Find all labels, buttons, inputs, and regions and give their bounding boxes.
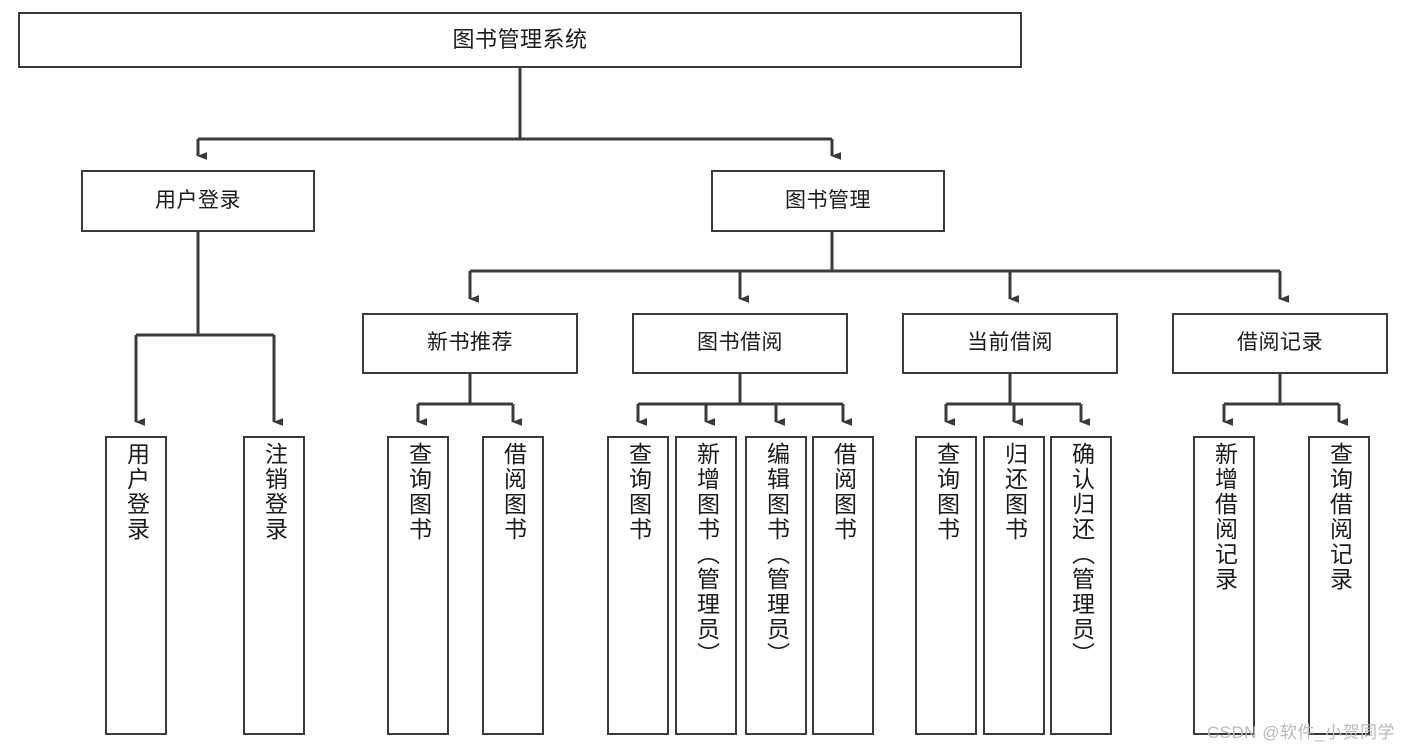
node-confirm-return-label: 确认归还（管理员） [1068, 442, 1095, 667]
node-add-borrow-record-label: 新增借阅记录 [1211, 442, 1238, 592]
node-root[interactable]: 图书管理系统 [18, 12, 1022, 68]
node-query-book-1[interactable]: 查询图书 [387, 436, 449, 735]
node-query-book-2-label: 查询图书 [625, 442, 652, 542]
node-logout-leaf-label: 注销登录 [261, 442, 288, 542]
node-book-borrow[interactable]: 图书借阅 [632, 313, 848, 374]
node-add-borrow-record[interactable]: 新增借阅记录 [1193, 436, 1255, 735]
node-borrow-record[interactable]: 借阅记录 [1172, 313, 1388, 374]
node-borrow-book-1-label: 借阅图书 [500, 442, 527, 542]
node-borrow-book-1[interactable]: 借阅图书 [482, 436, 544, 735]
node-edit-book[interactable]: 编辑图书（管理员） [745, 436, 807, 735]
node-borrow-book-2[interactable]: 借阅图书 [812, 436, 874, 735]
node-new-book-recommend-label: 新书推荐 [427, 331, 513, 355]
node-user-login-leaf-label: 用户登录 [123, 442, 150, 542]
node-edit-book-label: 编辑图书（管理员） [763, 442, 790, 667]
node-return-book[interactable]: 归还图书 [983, 436, 1045, 735]
node-add-book[interactable]: 新增图书（管理员） [675, 436, 737, 735]
node-query-book-2[interactable]: 查询图书 [607, 436, 669, 735]
node-new-book-recommend[interactable]: 新书推荐 [362, 313, 578, 374]
node-query-book-3-label: 查询图书 [933, 442, 960, 542]
node-borrow-book-2-label: 借阅图书 [830, 442, 857, 542]
node-query-book-3[interactable]: 查询图书 [915, 436, 977, 735]
node-book-borrow-label: 图书借阅 [697, 331, 783, 355]
node-query-borrow-record[interactable]: 查询借阅记录 [1308, 436, 1370, 735]
node-user-login-label: 用户登录 [155, 188, 241, 212]
node-current-borrow[interactable]: 当前借阅 [902, 313, 1118, 374]
node-logout-leaf[interactable]: 注销登录 [243, 436, 305, 735]
node-confirm-return[interactable]: 确认归还（管理员） [1050, 436, 1112, 735]
node-return-book-label: 归还图书 [1001, 442, 1028, 542]
node-borrow-record-label: 借阅记录 [1237, 331, 1323, 355]
node-query-book-1-label: 查询图书 [405, 442, 432, 542]
node-add-book-label: 新增图书（管理员） [693, 442, 720, 667]
node-book-management-label: 图书管理 [785, 188, 871, 212]
node-book-management[interactable]: 图书管理 [711, 170, 945, 232]
node-root-label: 图书管理系统 [452, 27, 588, 53]
node-current-borrow-label: 当前借阅 [967, 331, 1053, 355]
node-user-login-leaf[interactable]: 用户登录 [105, 436, 167, 735]
csdn-watermark: CSDN @软件_小贺同学 [1206, 723, 1395, 742]
node-query-borrow-record-label: 查询借阅记录 [1326, 442, 1353, 592]
node-user-login[interactable]: 用户登录 [81, 170, 315, 232]
